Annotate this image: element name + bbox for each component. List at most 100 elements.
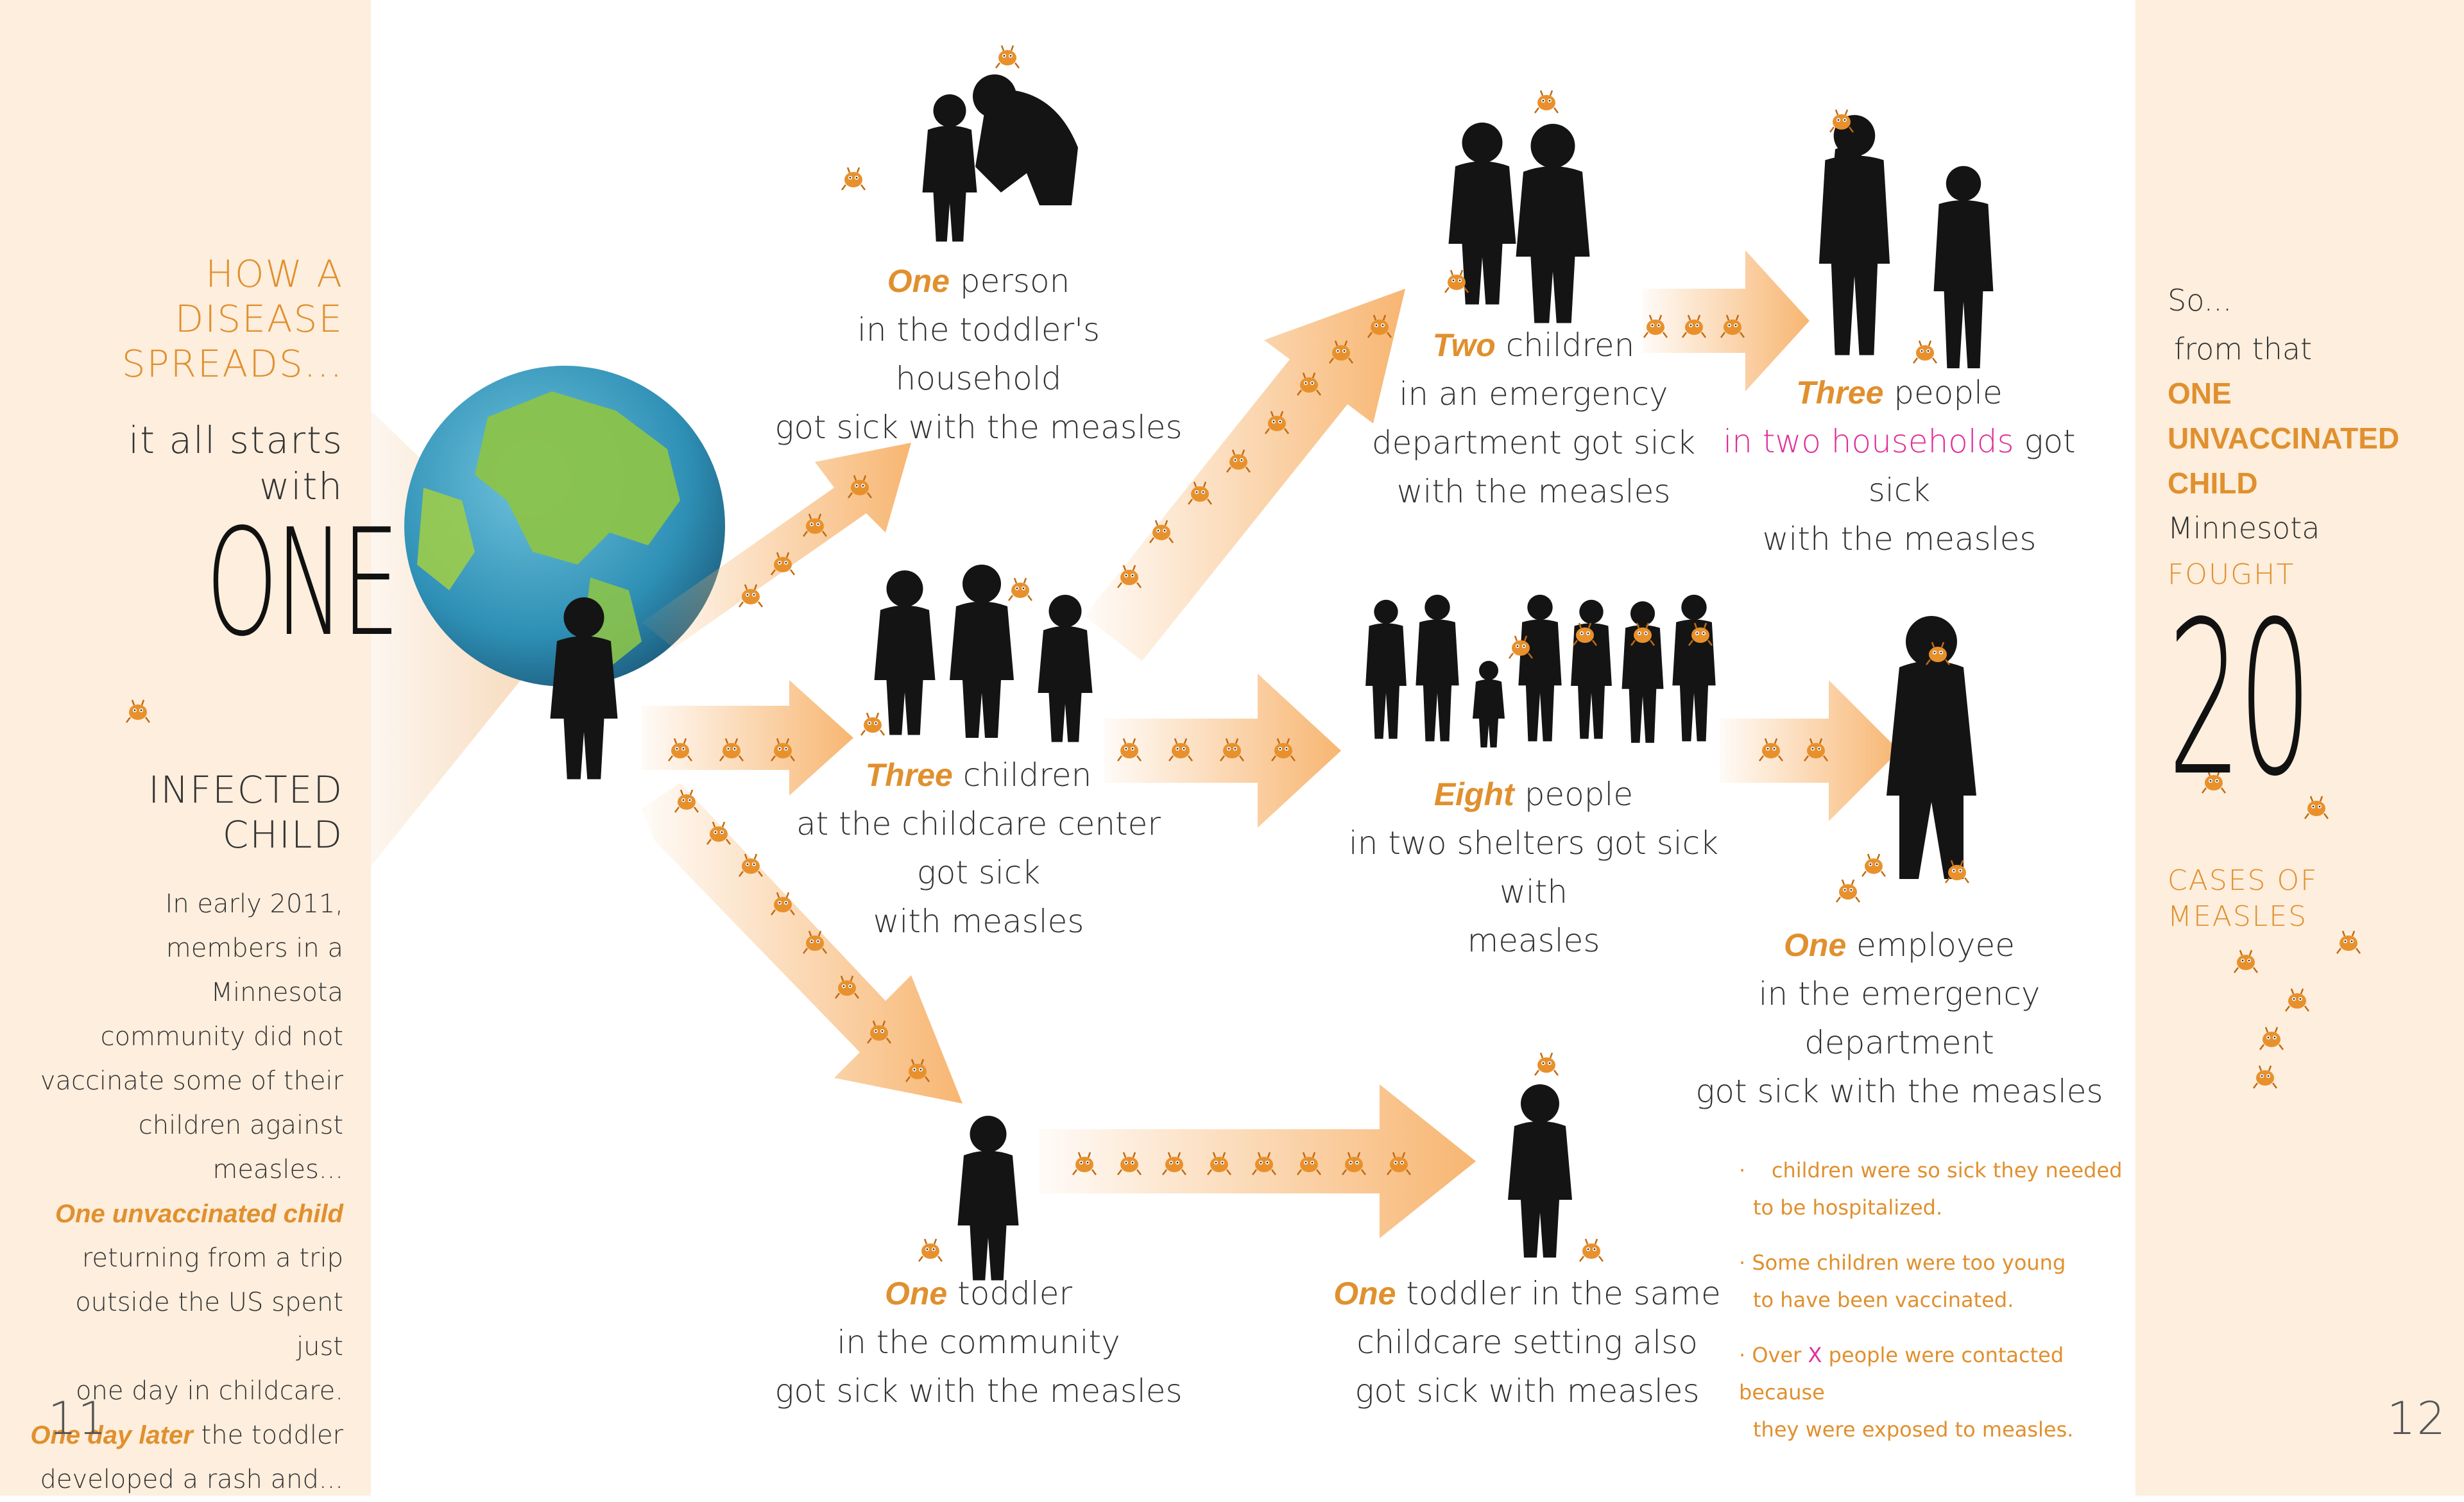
- story-line: vaccinate some of their: [40, 1066, 343, 1096]
- bullet-contacted: · Over X people were contacted because t…: [1739, 1336, 2124, 1448]
- caption-emphasis: One: [1784, 927, 1847, 963]
- caption-rest: children: [1495, 327, 1635, 364]
- story-line-mixed: One day later the toddler: [26, 1413, 343, 1458]
- three-people-silhouettes: [1818, 115, 1994, 368]
- arrow-to-household: [642, 443, 911, 648]
- same-childcare-toddler-silhouette: [1508, 1084, 1572, 1258]
- caption-emphasis: One: [887, 263, 950, 299]
- caption-household: One person in the toddler's household go…: [770, 257, 1187, 452]
- bullet-text: to be hospitalized.: [1753, 1195, 1943, 1220]
- caption-line: in an emergency: [1399, 375, 1668, 413]
- caption-rest: toddler in the same: [1396, 1275, 1721, 1312]
- story-line: outside the US spent just: [75, 1288, 343, 1361]
- bullet-too-young: · Some children were too young to have b…: [1739, 1244, 2124, 1319]
- one-big-word: ONE: [206, 498, 400, 669]
- minnesota-text: Minnesota: [2168, 511, 2320, 545]
- cases-of-measles-text: CASES OF MEASLES: [2168, 863, 2318, 935]
- bullet-list: · children were so sick they needed to b…: [1739, 1152, 2124, 1448]
- one-unvaccinated-child: ONE UNVACCINATED CHILD: [2168, 371, 2399, 506]
- childcare-silhouettes: [874, 565, 1093, 742]
- story-line-emphasis: One unvaccinated child: [55, 1200, 343, 1228]
- title-line-2: DISEASE: [175, 297, 343, 341]
- toddler-community-silhouette: [957, 1116, 1019, 1281]
- caption-rest: toddler: [947, 1275, 1073, 1312]
- caption-pink: in two households: [1723, 423, 2014, 460]
- left-story: In early 2011, members in a Minnesota co…: [26, 882, 343, 1502]
- bullet-text: Some children were too young: [1752, 1250, 2066, 1275]
- story-rest: the toddler: [193, 1421, 343, 1450]
- arrow-to-toddler-community: [642, 783, 963, 1104]
- caption-employee: One employee in the emergency department…: [1694, 921, 2105, 1116]
- caption-same-childcare: One toddler in the same childcare settin…: [1322, 1269, 1733, 1415]
- caption-line: with measles: [873, 903, 1084, 940]
- caption-line: in the community: [837, 1324, 1120, 1361]
- title-how-a-disease-spreads: HOW A DISEASE SPREADS...: [64, 252, 343, 386]
- caption-rest: people: [1883, 374, 2003, 411]
- infected-line-2: CHILD: [222, 813, 343, 857]
- caption-line: in the toddler's household: [857, 311, 1100, 397]
- bullet-text: they were exposed to measles.: [1753, 1417, 2074, 1442]
- caption-line: department got sick: [1371, 424, 1696, 461]
- story-line: members in a Minnesota: [166, 934, 343, 1007]
- caption-line: with the measles: [1762, 520, 2037, 558]
- story-line: one day in childcare.: [76, 1376, 343, 1406]
- right-panel-background: [2135, 0, 2464, 1496]
- bullet-text: to have been vaccinated.: [1753, 1288, 2014, 1312]
- story-emphasis: One day later: [30, 1421, 193, 1449]
- caption-line: got sick with the measles: [774, 409, 1183, 446]
- story-line: developed a rash and...: [40, 1465, 343, 1494]
- starts-line-1: it all starts: [128, 418, 343, 462]
- infected-child-text: INFECTED CHILD: [64, 767, 343, 857]
- caption-line: with the measles: [1396, 473, 1671, 510]
- arrow-to-childcare: [642, 680, 853, 796]
- title-line-3: SPREADS...: [121, 342, 343, 386]
- arrow-to-three-people: [1643, 250, 1810, 391]
- bullet-x-placeholder: X: [1808, 1343, 1822, 1367]
- caption-line: in the emergency department: [1758, 975, 2041, 1061]
- caption-rest: people: [1514, 776, 1634, 813]
- right-line-2: from that: [2174, 332, 2313, 366]
- caption-emphasis: Two: [1432, 327, 1496, 363]
- unvaccinated-line-3: CHILD: [2168, 466, 2258, 500]
- unvaccinated-line-2: UNVACCINATED: [2168, 422, 2400, 455]
- caption-rest: got sick: [1868, 423, 2076, 509]
- story-line: children against measles...: [138, 1111, 343, 1184]
- caption-line: at the childcare center: [796, 805, 1161, 842]
- bullet-text: children were so sick they needed: [1771, 1158, 2123, 1182]
- story-line: returning from a trip: [81, 1243, 343, 1273]
- caption-emphasis: Three: [865, 757, 953, 793]
- caption-emphasis: Three: [1796, 375, 1884, 411]
- starts-line-2: with: [259, 465, 343, 508]
- caption-rest: person: [949, 262, 1070, 300]
- fought-text: FOUGHT: [2168, 558, 2295, 591]
- caption-line: childcare setting also: [1356, 1324, 1698, 1361]
- left-panel-background: [0, 0, 371, 1496]
- shelter-people-silhouettes: [1365, 594, 1716, 747]
- story-line: community did not: [100, 1022, 343, 1052]
- title-line-1: HOW A: [205, 252, 343, 296]
- caption-line: got sick with the measles: [774, 1372, 1183, 1410]
- bullet-hospitalized: · children were so sick they needed to b…: [1739, 1152, 2124, 1226]
- cases-line-1: CASES OF: [2168, 864, 2318, 897]
- arrow-to-shelters: [1104, 674, 1341, 828]
- caption-line: got sick with measles: [1355, 1372, 1700, 1410]
- caption-emphasis: Eight: [1433, 776, 1514, 812]
- caption-line: measles: [1467, 922, 1600, 959]
- caption-three-people: Three people in two households got sick …: [1694, 368, 2105, 563]
- caption-rest: children: [952, 756, 1092, 794]
- household-silhouette: [922, 74, 1078, 242]
- infected-line-1: INFECTED: [148, 768, 343, 812]
- bullet-text: people were contacted because: [1739, 1343, 2064, 1404]
- cases-line-2: MEASLES: [2168, 900, 2308, 933]
- arrow-to-emergency-children: [1084, 289, 1405, 661]
- caption-childcare: Three children at the childcare center g…: [770, 751, 1187, 946]
- caption-shelters: Eight people in two shelters got sick wi…: [1335, 770, 1733, 965]
- emergency-children-silhouettes: [1448, 123, 1590, 323]
- caption-emphasis: One: [884, 1276, 948, 1311]
- caption-line: in two shelters got sick with: [1348, 824, 1719, 910]
- caption-line: got sick with the measles: [1695, 1073, 2103, 1110]
- page-number-right: 12: [2387, 1392, 2447, 1445]
- caption-emergency-children: Two children in an emergency department …: [1335, 321, 1733, 516]
- starts-with-text: it all starts with: [64, 417, 343, 509]
